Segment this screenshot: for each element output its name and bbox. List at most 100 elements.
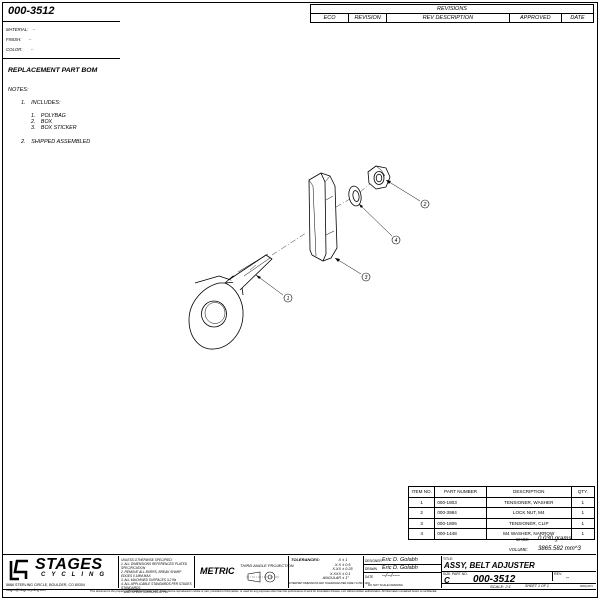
material-row: MATERIAL: -- (6, 27, 35, 32)
size-value: C (444, 576, 450, 585)
finish-label: FINISH: (6, 37, 22, 42)
company-address: 5666 STERLING CIRCLE, BOULDER, CO 80304 (6, 583, 85, 587)
tol-key: X.XX (332, 567, 341, 572)
tol-key: X.XXX (329, 571, 341, 576)
note-1-num: 1. (21, 100, 26, 106)
bom-cell-item: 3 (407, 517, 436, 529)
bom-header-row: ITEM NO. PART NUMBER DESCRIPTION QTY. (407, 486, 596, 498)
logo-wordmark: STAGES (35, 556, 103, 573)
bom-col-qty: QTY. (570, 486, 596, 498)
balloon-4-label: 4 (395, 238, 398, 244)
finish-row: FINISH: -- (6, 37, 31, 42)
part-tensioner-clip (308, 172, 338, 262)
tolerance-row: X.X ± 0.5 (322, 563, 353, 568)
projection-label: THIRD ANGLE PROJECTION (240, 563, 294, 568)
logo-sub: CYCLING (41, 572, 110, 578)
bom-row: 1 000-1803 TENSIONER, WASHER 1 (407, 496, 596, 508)
date-value: --/--/---- (382, 573, 400, 579)
drawing-number: 000-3512 (8, 5, 55, 17)
part-number: 000-3512 (473, 574, 516, 585)
signature-divider-2 (363, 572, 441, 573)
material-value: -- (32, 27, 36, 32)
mass-value: 0.030 grams (538, 535, 572, 542)
spec-note-1: 1. ALL DIMENSIONS REFERENCED PLATED SPEC… (121, 562, 188, 570)
bom-cell-part-number: 000-1448 (434, 528, 487, 540)
bom-cell-qty: 1 (570, 507, 596, 519)
rev-divider (552, 571, 553, 581)
header-divider (2, 21, 120, 22)
designer-label: DESIGNER (365, 559, 382, 563)
tol-key: ANGULAR (322, 576, 341, 581)
signature-divider-1 (363, 564, 441, 565)
note-1: 1. INCLUDES: (21, 100, 60, 106)
bom-cell-item: 1 (407, 496, 436, 508)
note-sub-3: 3. BOX STICKER (31, 125, 77, 131)
balloon-2 (420, 199, 430, 209)
spec-note-4: 4. ALL APPLICABLE STANDARDS PER STAGES S… (121, 582, 192, 590)
note-sub-2-text: BOX (40, 119, 53, 125)
unless-note: UNLESS OTHERWISE SPECIFIED: (121, 558, 173, 562)
date-label: DATE (365, 575, 374, 579)
bom-col-description: DESCRIPTION (485, 486, 572, 498)
balloon-1 (283, 293, 293, 303)
designer-name: Eric D. Golabh (382, 557, 418, 563)
part-lock-nut (367, 165, 391, 190)
tol-value: ± 0.5 (342, 562, 351, 567)
note-2: 2. SHIPPED ASSEMBLED (21, 139, 90, 145)
drawn-name: Eric D. Golabh (382, 565, 418, 571)
material-label: MATERIAL: (6, 27, 29, 32)
size-label: SIZE (443, 572, 451, 576)
balloon-2-label: 2 (423, 202, 427, 208)
units-box (194, 556, 289, 588)
spec-notes-box (118, 556, 195, 588)
mass-row: MASS: (516, 537, 529, 542)
footer-divider (2, 589, 596, 590)
note-sub-3-text: BOX STICKER (40, 125, 77, 131)
bom-row: 3 000-1806 TENSIONER, CLIP 1 (407, 517, 596, 529)
part-no-label: PART NO. (452, 572, 468, 576)
scale-label: SCALE: 2:1 (490, 584, 511, 589)
rev-value: -- (566, 575, 570, 580)
third-angle-projection-icon (246, 571, 279, 583)
bom-row: 2 000-3984 LOCK NUT, M4 1 (407, 507, 596, 519)
title-info-box (441, 556, 597, 588)
balloon-1-label: 1 (287, 296, 290, 302)
revisions-table: REVISIONS ECO REVISION REV DESCRIPTION A… (309, 4, 594, 23)
rev-col-approved: APPROVED (508, 13, 563, 23)
properties-divider (2, 58, 120, 59)
bom-col-item: ITEM NO. (407, 486, 436, 498)
scale-divider (441, 583, 596, 584)
tol-value: ± 0.25 (342, 567, 353, 572)
note-sub-3-num: 3. (31, 125, 36, 131)
spec-note-2: 2. REMOVE ALL BURRS, BREAK SHARP EDGES 0… (121, 570, 182, 578)
bom-cell-description: TENSIONER, WASHER (485, 496, 572, 508)
volume-value: 3865.582 mm^3 (538, 545, 581, 552)
bom-cell-qty: 1 (570, 517, 596, 529)
tolerances-box (288, 556, 364, 588)
tol-key: X (338, 558, 341, 562)
sheet-label: SHEET 1 OF 1 (525, 584, 549, 588)
tolerances-list: X ± 1 X.X ± 0.5 X.XX ± 0.25 X.XXX ± 0.1 … (322, 558, 353, 581)
rev-col-date: DATE (561, 13, 594, 23)
title-label: TITLE: (443, 556, 454, 561)
bom-cell-item: 2 (407, 507, 436, 519)
stages-logo: STAGES CYCLING (8, 556, 116, 583)
drawn-label: DRAWN (365, 567, 377, 571)
tolerance-row: ANGULAR ± 1° (322, 576, 353, 581)
bom-cell-qty: 1 (570, 496, 596, 508)
interpret-note: INTERPRET DIMENSIONS AND TOLERANCES PER … (289, 582, 370, 585)
mass-label: MASS: (516, 537, 530, 542)
color-value: -- (30, 47, 34, 52)
balloon-4 (391, 235, 401, 245)
title-divider (441, 571, 596, 572)
tol-value: ± 1° (342, 576, 349, 581)
bom-cell-part-number: 000-1806 (434, 517, 487, 529)
bom-cell-description: TENSIONER, CLIP (485, 517, 572, 529)
note-sub-2: 2. BOX (31, 119, 52, 125)
bom-col-part-number: PART NUMBER (434, 486, 487, 498)
tol-value: ± 1 (342, 558, 348, 562)
spec-note-5: AND SPECIFICATIONS APPLY (124, 590, 169, 594)
units-label: METRIC (200, 566, 235, 576)
